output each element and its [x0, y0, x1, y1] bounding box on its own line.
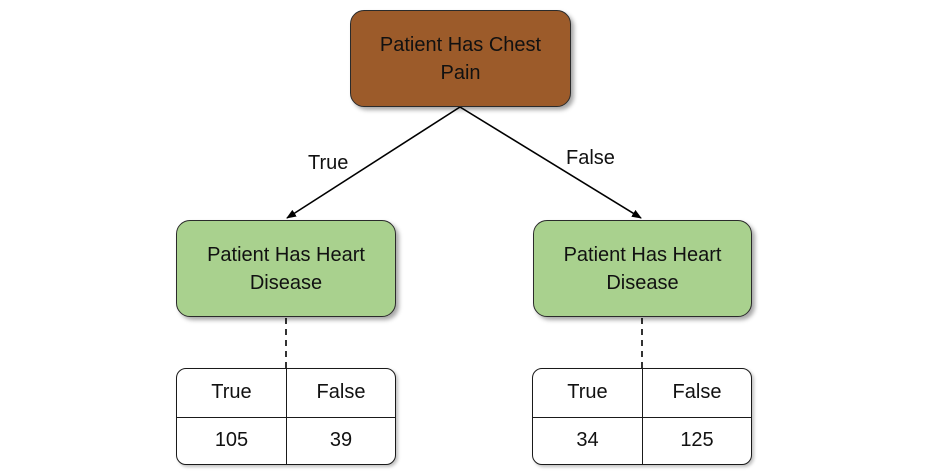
- root-node-label: Patient Has Chest Pain: [379, 33, 542, 84]
- right-table-value-true: 34: [533, 416, 642, 465]
- left-table-header-true: True: [211, 381, 252, 404]
- right-table-header-true: True: [567, 381, 608, 404]
- left-leaf-node: Patient Has Heart Disease: [176, 220, 396, 317]
- left-table-value-true: 105: [177, 416, 286, 465]
- right-table-value-false: 125: [642, 416, 751, 464]
- root-node: Patient Has Chest Pain: [350, 10, 571, 107]
- right-table-header-false: False: [642, 369, 751, 417]
- true-edge-label: True: [308, 152, 349, 174]
- false-branch-arrow: [459, 106, 642, 219]
- left-table-header-false: False: [286, 369, 395, 417]
- right-count-table: True False 34 125: [532, 368, 752, 465]
- left-count-table: True False 105 39: [176, 368, 396, 465]
- right-leaf-node: Patient Has Heart Disease: [533, 220, 752, 317]
- right-leaf-label: Patient Has Heart Disease: [563, 243, 722, 294]
- false-edge-label: False: [566, 147, 615, 169]
- left-leaf-label: Patient Has Heart Disease: [207, 243, 365, 294]
- left-table-value-false: 39: [286, 416, 395, 464]
- true-branch-arrow: [286, 106, 461, 219]
